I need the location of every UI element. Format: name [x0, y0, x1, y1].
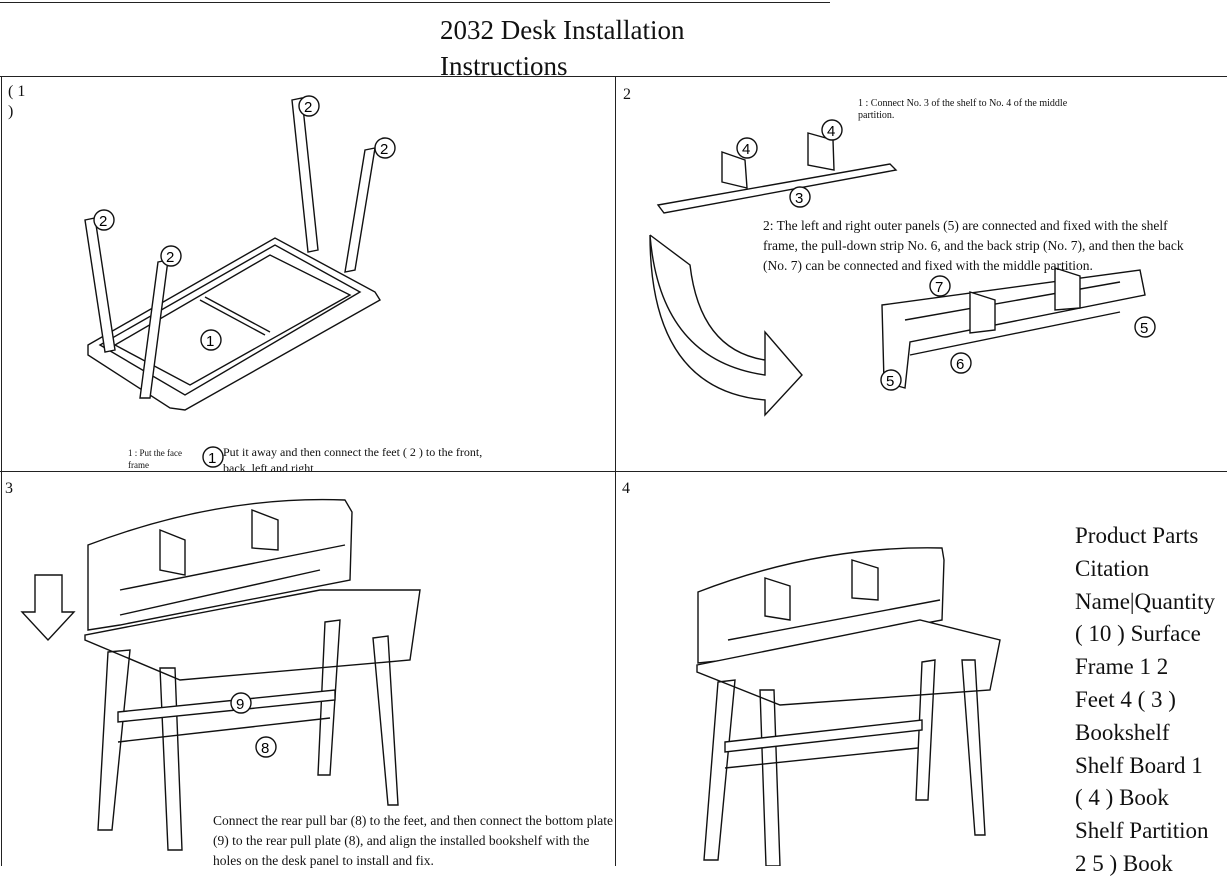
svg-text:7: 7 — [935, 279, 943, 296]
table-top-illustration — [84, 97, 381, 411]
svg-text:2: 2 — [304, 99, 312, 116]
shelf-assembly — [881, 269, 1146, 389]
desk-illustration-4 — [696, 547, 1001, 866]
divider-middle — [0, 471, 1227, 472]
parts-line: Shelf Partition — [1075, 818, 1209, 844]
callout-numbers: 1 2 2 2 2 1 4 4 3 7 6 5 5 9 8 — [99, 99, 1148, 757]
step-2-label: 2 — [623, 86, 631, 103]
arrow-curve — [649, 234, 803, 417]
step-1-small-note: 1 : Put the face frame — [128, 448, 182, 470]
step-2-small-note: 1 : Connect No. 3 of the shelf to No. 4 … — [858, 98, 1068, 121]
shelf-board-3 — [656, 163, 898, 214]
parts-line: ( 10 ) Surface — [1075, 621, 1201, 647]
svg-text:9: 9 — [236, 696, 244, 713]
parts-list: Product Parts Citation Name|Quantity ( 1… — [1075, 520, 1227, 881]
step-1-label: ( 1 ) — [8, 83, 26, 120]
svg-text:4: 4 — [742, 141, 750, 158]
svg-text:2: 2 — [166, 249, 174, 266]
step-1-note: Put it away and then connect the feet ( … — [223, 445, 483, 471]
parts-line: Shelf Board 1 — [1075, 752, 1203, 778]
step-3-note: Connect the rear pull bar (8) to the fee… — [213, 813, 613, 868]
desk-illustration-3 — [20, 498, 421, 851]
svg-text:1: 1 — [208, 450, 216, 467]
title-line-1: 2032 Desk Installation — [440, 15, 685, 45]
panel1-callouts — [93, 95, 396, 468]
parts-line: Bookshelf — [1075, 719, 1170, 745]
svg-text:5: 5 — [1140, 320, 1148, 337]
svg-text:4: 4 — [827, 123, 835, 140]
parts-line: ( 4 ) Book — [1075, 785, 1169, 811]
step-3-label: 3 — [5, 480, 13, 497]
partition-4 — [721, 151, 748, 189]
svg-text:8: 8 — [261, 740, 269, 757]
svg-text:2: 2 — [99, 213, 107, 230]
divider-vertical — [615, 76, 616, 866]
divider-left — [1, 76, 2, 866]
svg-text:6: 6 — [956, 356, 964, 373]
parts-line: 2 5 ) Book — [1075, 850, 1173, 876]
svg-text:5: 5 — [886, 373, 894, 390]
svg-text:3: 3 — [795, 190, 803, 207]
parts-line: Feet 4 ( 3 ) — [1075, 686, 1176, 712]
step-4-label: 4 — [622, 480, 630, 497]
parts-line: Frame 1 2 — [1075, 654, 1169, 680]
parts-line: Citation — [1075, 555, 1150, 581]
svg-text:2: 2 — [380, 141, 388, 158]
top-border — [0, 2, 830, 3]
parts-line: Product Parts — [1075, 523, 1199, 548]
step-2-note: 2: The left and right outer panels (5) a… — [763, 218, 1184, 273]
divider-top — [0, 76, 1227, 77]
svg-text:1: 1 — [206, 333, 214, 350]
parts-line: Name|Quantity — [1075, 588, 1216, 614]
